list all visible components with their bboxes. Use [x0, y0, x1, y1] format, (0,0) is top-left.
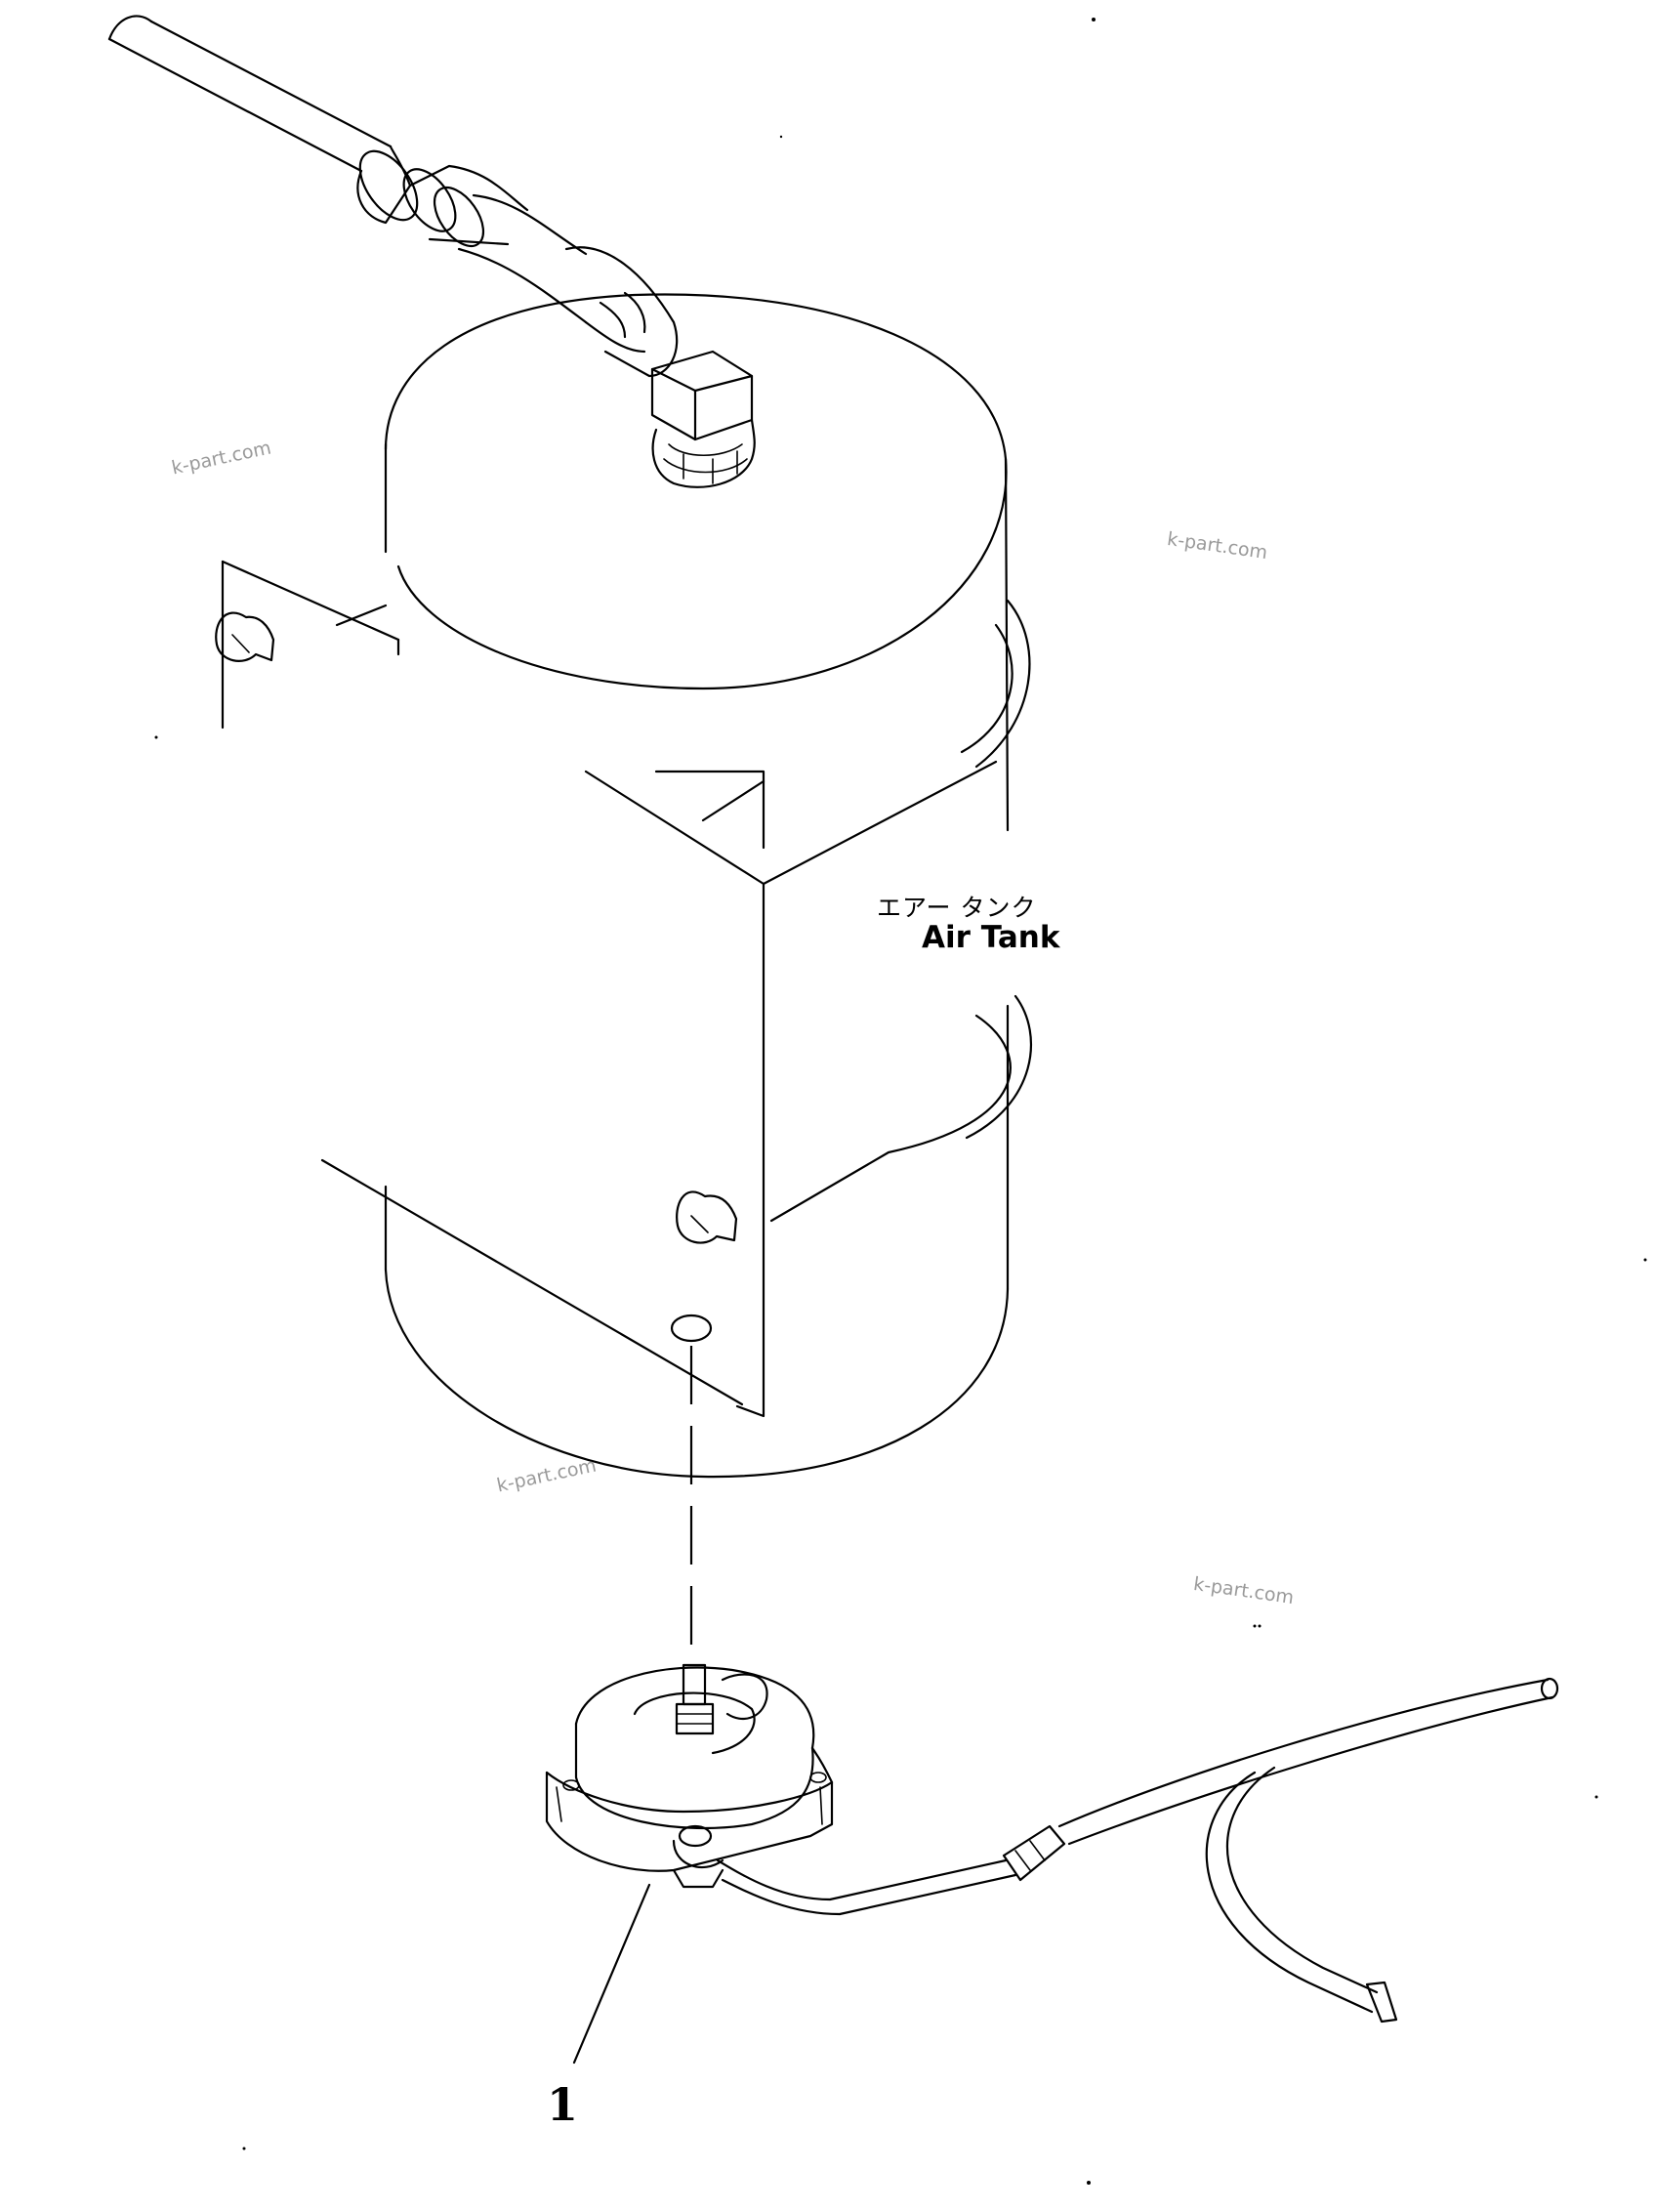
- scan-specks: [154, 18, 1647, 2185]
- air-tank: [384, 293, 1033, 1479]
- callout-leader-line: [572, 1883, 651, 2065]
- mounting-bracket: [215, 560, 998, 1418]
- pressure-switch: [545, 1663, 1559, 2024]
- elbow-fitting: [650, 350, 756, 488]
- callout-number: 1: [547, 2078, 579, 2131]
- air-hose: [107, 15, 679, 378]
- part-label-japanese: エアー タンク: [877, 894, 1037, 922]
- part-label-english: Air Tank: [922, 920, 1060, 955]
